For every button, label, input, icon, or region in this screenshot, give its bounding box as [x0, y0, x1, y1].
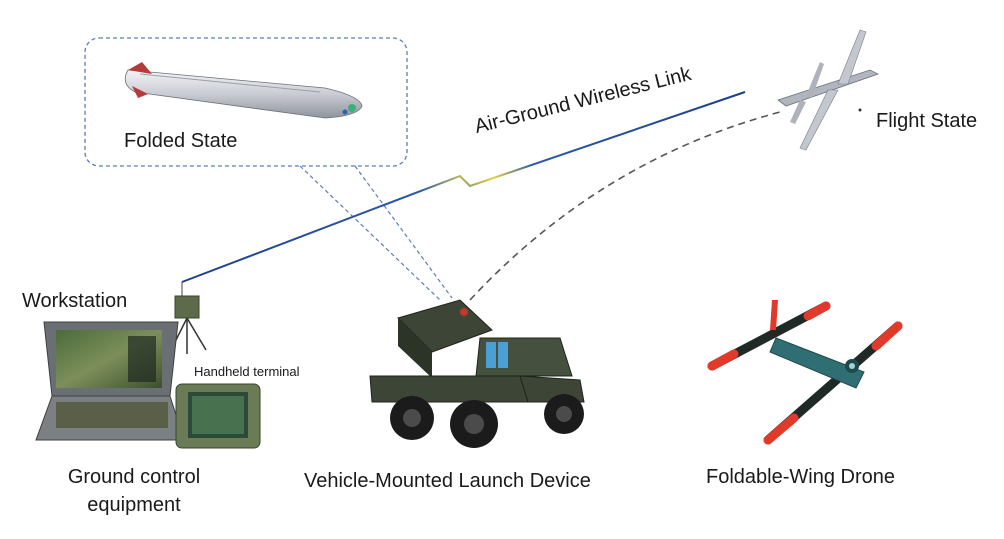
folded-state-label: Folded State: [124, 130, 238, 152]
ground-control-label-line1: Ground control: [67, 466, 201, 488]
folded-drone-icon: [124, 62, 363, 119]
launch-vehicle-icon: [369, 299, 585, 448]
ground-control-label-line2: equipment: [87, 494, 181, 516]
handheld-terminal-icon: [175, 383, 261, 449]
handheld-terminal-label: Handheld terminal: [194, 364, 300, 379]
workstation-label: Workstation: [22, 290, 128, 312]
callout-line-left: [299, 165, 441, 301]
launch-trajectory-arc: [469, 111, 781, 301]
vehicle-launch-device-label: Vehicle-Mounted Launch Device: [304, 470, 591, 492]
flight-state-label: Flight State: [876, 110, 978, 132]
laptop-workstation-icon: [35, 321, 185, 441]
foldable-wing-drone-icon: [707, 300, 903, 445]
flight-drone-icon: [777, 29, 880, 151]
air-ground-link-line: [181, 91, 746, 283]
callout-line-right: [354, 165, 453, 299]
antenna-tripod-icon: [169, 282, 207, 354]
folded-state-callout-box: [84, 37, 408, 167]
foldable-wing-drone-label: Foldable-Wing Drone: [706, 466, 895, 488]
